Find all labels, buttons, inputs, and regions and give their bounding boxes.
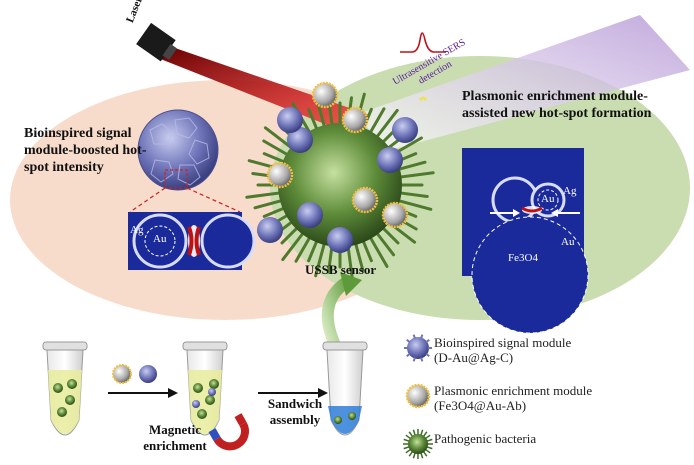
left-field-map: [128, 212, 256, 270]
legend-enrichment-module-text: Plasmonic enrichment module (Fe3O4@Au-Ab…: [434, 383, 593, 413]
right-module-label: Plasmonic enrichment module-assisted new…: [462, 89, 652, 121]
signal-module-particle: [377, 147, 403, 173]
right-inset-au-shell: Au: [561, 236, 575, 248]
left-inset-au: Au: [153, 233, 167, 245]
right-inset-fe3o4: Fe3O4: [508, 252, 538, 264]
enrichment-module-particle: [311, 81, 339, 109]
enrichment-module-particle: [266, 161, 294, 189]
enrichment-module-particle: [351, 186, 379, 214]
left-inset-ag: Ag: [130, 224, 144, 236]
left-zoom-box: [164, 169, 188, 189]
legend-signal-module-text: Bioinspired signal module (D-Au@Ag-C): [434, 335, 572, 365]
signal-module-particle: [277, 107, 303, 133]
laser-beam: [158, 48, 370, 130]
signal-module-particle: [392, 117, 418, 143]
sers-beam: [355, 15, 690, 150]
enrichment-module-particle: [381, 201, 409, 229]
right-inset-ag: Ag: [563, 185, 577, 197]
magnet-icon: [208, 413, 249, 451]
enrichment-module-particle: [341, 106, 369, 134]
right-inset-au-core: Au: [541, 193, 555, 205]
legend-bacteria-text: Pathogenic bacteria: [434, 431, 537, 446]
signal-module-particle: [327, 227, 353, 253]
scatter-dot-icon: [418, 96, 428, 102]
particle-facets: [149, 117, 210, 186]
laser-device-icon: [136, 22, 178, 62]
sample-tube-initial: [42, 341, 88, 436]
left-module-label: Bioinspired signal module-boosted hot-sp…: [24, 126, 147, 175]
sensor-label: USSB sensor: [305, 262, 377, 277]
sample-tube-enrichment: [182, 341, 228, 436]
signal-module-particle: [257, 217, 283, 243]
legend-enrichment-module-icon: [405, 383, 431, 409]
sample-tube-assembled: [322, 341, 368, 436]
right-field-map: [462, 148, 589, 334]
magnetic-enrichment-label: Magnetic enrichment: [143, 422, 207, 453]
sandwich-assembly-label: Sandwich assembly: [267, 396, 323, 427]
legend-bacteria-icon: [403, 429, 433, 459]
raman-peak-icon: [400, 32, 446, 53]
signal-module-particle: [297, 202, 323, 228]
legend-signal-module-icon: [404, 334, 432, 362]
bioinspired-particle-icon: [137, 109, 219, 191]
signal-module-particle: [287, 127, 313, 153]
